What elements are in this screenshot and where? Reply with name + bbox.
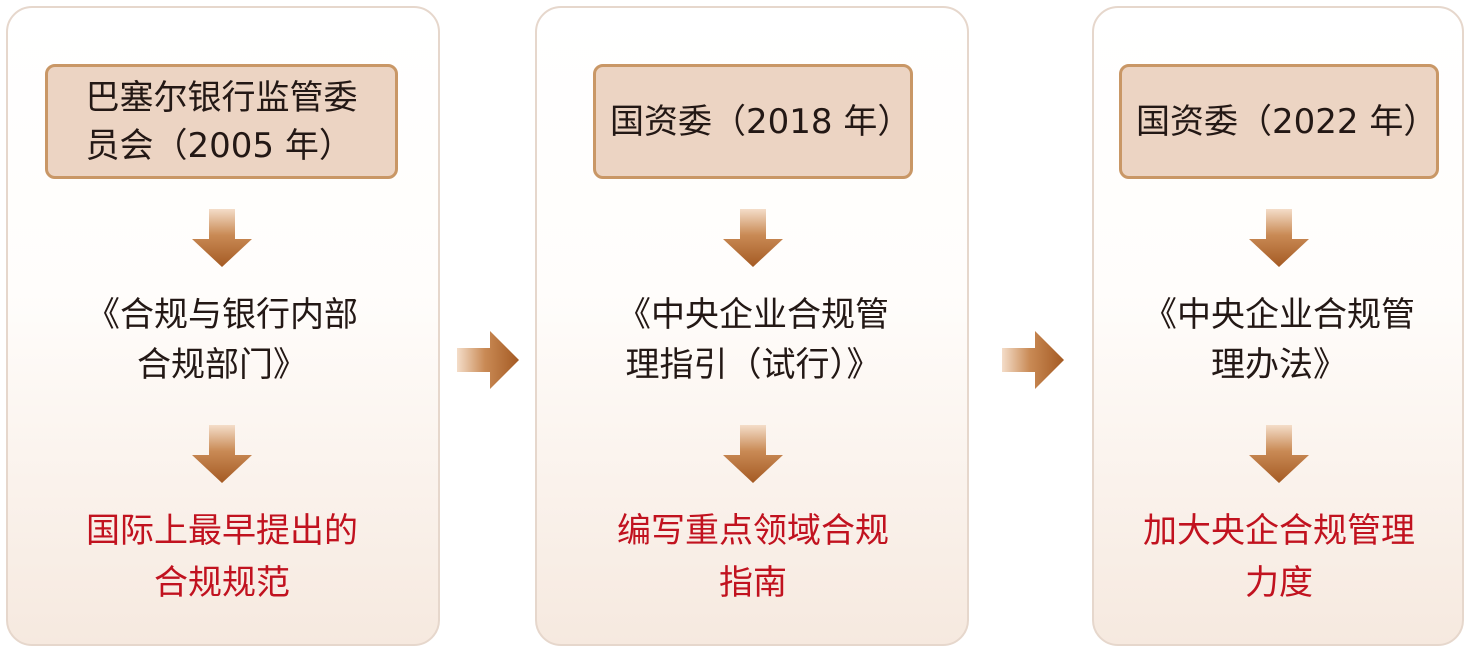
result-line2: 力度 (1245, 563, 1313, 603)
down-arrow-icon (723, 209, 783, 267)
doc-title-line1: 《合规与银行内部 (86, 295, 358, 335)
right-arrow-icon (457, 331, 519, 389)
org-box-sasac-2022: 国资委（2022 年） (1119, 64, 1439, 179)
doc-title-line2: 理指引（试行）》 (625, 345, 881, 385)
result-sasac-2018: 编写重点领域合规 指南 (583, 505, 923, 609)
down-arrow-icon (1249, 425, 1309, 483)
doc-title-basel: 《合规与银行内部 合规部门》 (52, 290, 392, 390)
down-arrow-icon (723, 425, 783, 483)
org-label-line2: 员会（2005 年） (85, 125, 353, 166)
doc-title-sasac-2022: 《中央企业合规管 理办法》 (1109, 290, 1449, 390)
doc-title-sasac-2018: 《中央企业合规管 理指引（试行）》 (583, 290, 923, 390)
org-box-sasac-2018: 国资委（2018 年） (593, 64, 913, 179)
doc-title-line2: 理办法》 (1211, 345, 1347, 385)
result-line2: 指南 (719, 563, 787, 603)
result-basel: 国际上最早提出的 合规规范 (52, 505, 392, 609)
doc-title-line1: 《中央企业合规管 (1143, 295, 1415, 335)
result-line1: 编写重点领域合规 (617, 511, 889, 551)
down-arrow-icon (1249, 209, 1309, 267)
org-box-basel: 巴塞尔银行监管委 员会（2005 年） (45, 64, 398, 179)
doc-title-line2: 合规部门》 (137, 345, 307, 385)
org-label-line1: 国资委（2022 年） (1136, 101, 1438, 142)
result-line1: 国际上最早提出的 (86, 511, 358, 551)
org-label-line1: 巴塞尔银行监管委 (85, 77, 358, 118)
doc-title-line1: 《中央企业合规管 (617, 295, 889, 335)
down-arrow-icon (192, 209, 252, 267)
right-arrow-icon (1002, 331, 1064, 389)
result-line1: 加大央企合规管理 (1143, 511, 1415, 551)
org-label-line1: 国资委（2018 年） (610, 101, 912, 142)
down-arrow-icon (192, 425, 252, 483)
result-sasac-2022: 加大央企合规管理 力度 (1109, 505, 1449, 609)
result-line2: 合规规范 (154, 563, 290, 603)
